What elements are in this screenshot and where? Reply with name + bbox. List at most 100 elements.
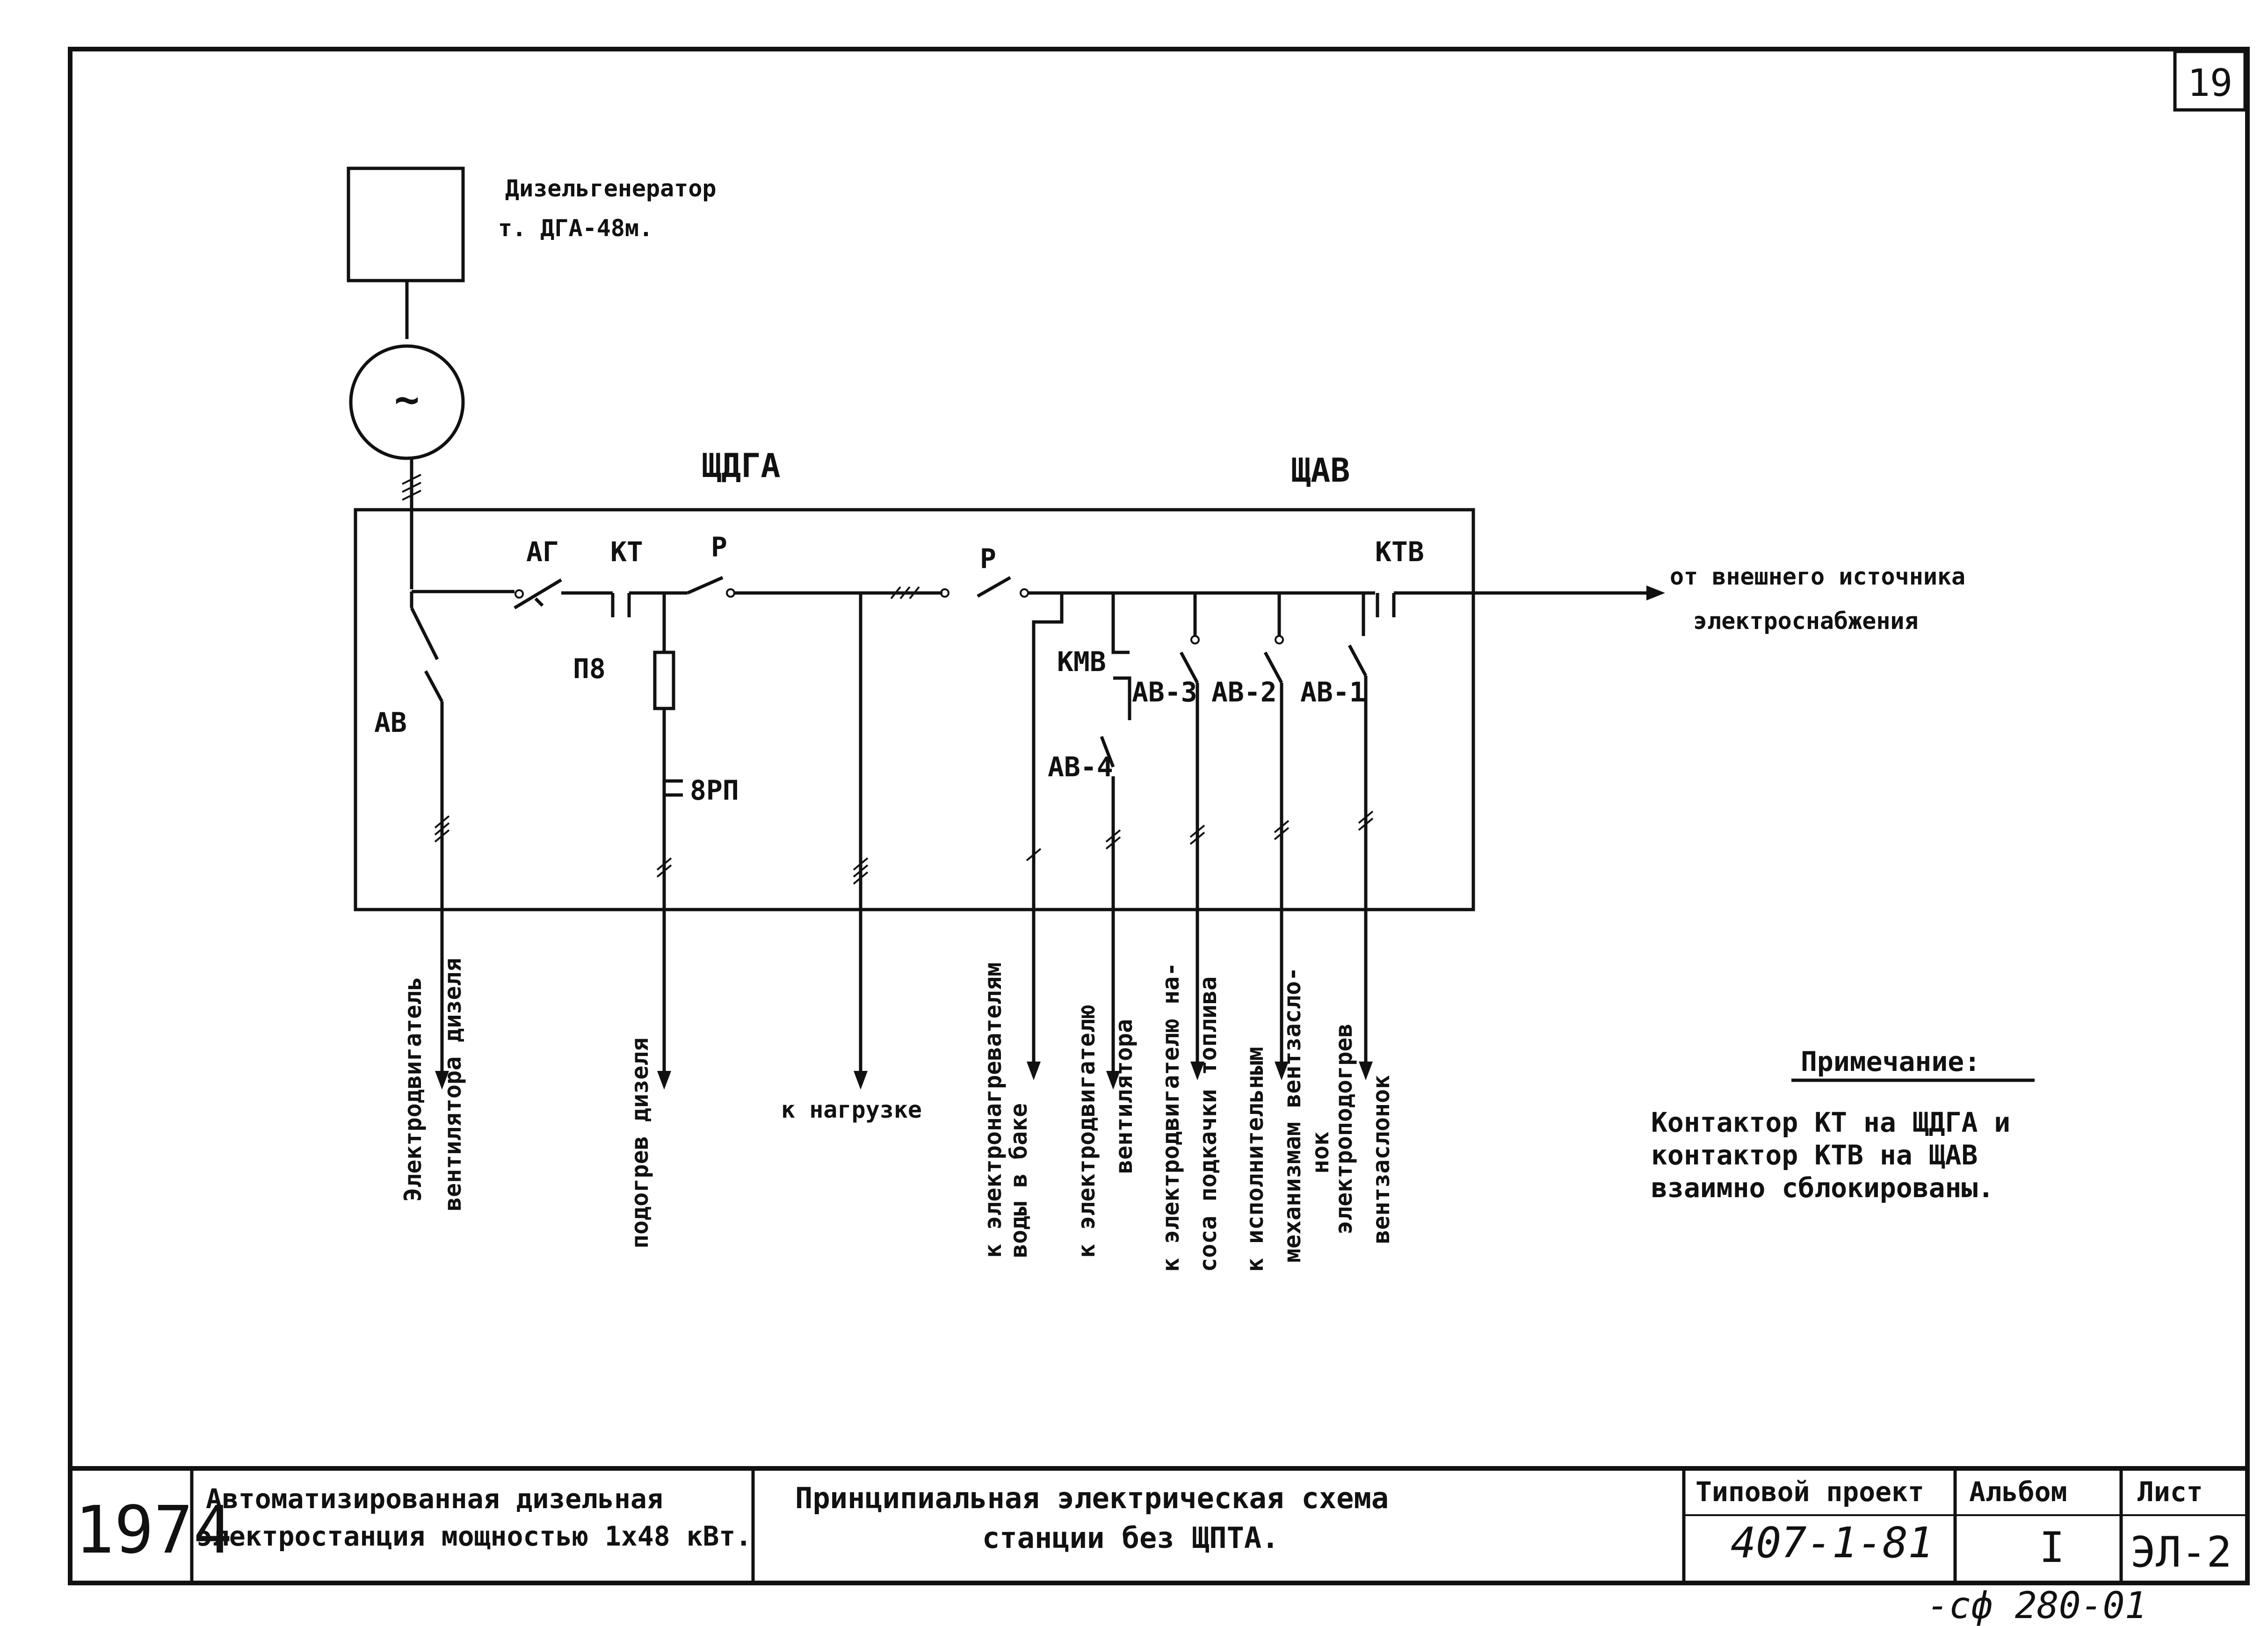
av3-contact xyxy=(1190,635,1200,644)
output-actuators-line2: механизмам вентзасло- xyxy=(1279,967,1306,1263)
p1-switch-contact xyxy=(726,588,735,598)
label-p2: Р xyxy=(980,543,996,575)
water-heaters-phase-mark xyxy=(1026,848,1042,861)
output-water-heaters-line2: воды в баке xyxy=(1005,1103,1032,1258)
output-fan-motor-line1: Электродвигатель xyxy=(399,976,427,1202)
output-actuators-line3: нок xyxy=(1307,1132,1334,1174)
title-album-label: Альбом xyxy=(1969,1476,2067,1508)
ktv-contactor xyxy=(1376,593,1396,617)
generator-tilde: ~ xyxy=(394,375,420,424)
label-av: АВ xyxy=(374,707,407,738)
p2-switch-blade xyxy=(977,576,1011,598)
label-av3: АВ-3 xyxy=(1132,676,1197,708)
av4-output-arrow xyxy=(1106,1071,1120,1090)
av4-switch-blade xyxy=(1100,736,1115,768)
label-vrp: 8РП xyxy=(690,774,739,806)
label-av2: АВ-2 xyxy=(1211,676,1277,708)
title-project-label: Типовой проект xyxy=(1696,1476,1924,1508)
panel-label-shav: ЩАВ xyxy=(1291,451,1350,490)
note-line-1: Контактор КТ на ЩДГА и xyxy=(1651,1106,2010,1138)
panel-enclosure xyxy=(354,508,1475,911)
output-load: к нагрузке xyxy=(781,1096,922,1123)
generator-title: Дизельгенератор xyxy=(505,175,717,202)
label-kmv: КМВ xyxy=(1057,646,1106,678)
av3-output-arrow xyxy=(1190,1062,1204,1080)
note-line-2: контактор КТВ на ЩАВ xyxy=(1651,1139,1978,1171)
bus-cross-mark xyxy=(890,586,920,600)
output-valve-heating-line2: вентзаслонок xyxy=(1368,1075,1395,1244)
title-object-line2: электростанция мощностью 1х48 кВт. xyxy=(196,1520,752,1552)
output-actuators-line1: к исполнительным xyxy=(1241,1047,1268,1272)
p2-switch-contact-b xyxy=(1020,588,1029,598)
sheet-frame xyxy=(68,47,2250,1585)
note-title: Примечание: xyxy=(1801,1046,1980,1077)
av1-switch-blade xyxy=(1348,644,1368,677)
title-drawing-line2: станции без ЩПТА. xyxy=(982,1521,1279,1555)
vrp-contact xyxy=(664,779,683,797)
water-heaters-line xyxy=(1032,593,1064,1076)
label-av1: АВ-1 xyxy=(1300,676,1366,708)
output-pump-motor-line1: к электродвигателю на- xyxy=(1157,962,1184,1272)
title-object-line1: Автоматизированная дизельная xyxy=(206,1483,663,1515)
archive-stamp: -сф 280-01 xyxy=(1927,1585,2147,1626)
av4-phase-mark xyxy=(1105,829,1121,850)
title-sheet-label: Лист xyxy=(2138,1476,2203,1508)
output-heating: подогрев дизеля xyxy=(626,1037,653,1249)
load-output-arrow xyxy=(854,1071,868,1090)
load-phase-mark xyxy=(853,857,869,885)
fuse-p8 xyxy=(653,650,675,710)
external-feed-arrow xyxy=(1646,585,1665,600)
output-fan-motor2-line1: к электродвигателю xyxy=(1073,1005,1100,1258)
p2-switch-contact-a xyxy=(940,588,949,598)
av3-phase-mark xyxy=(1189,824,1205,845)
output-pump-motor-line2: соса подкачки топлива xyxy=(1195,976,1222,1272)
output-fan-motor-line2: вентилятора дизеля xyxy=(439,958,466,1211)
water-heaters-arrow xyxy=(1027,1062,1041,1080)
kmv-contact xyxy=(1113,676,1131,720)
heating-phase-mark xyxy=(656,857,672,878)
external-source-line1: от внешнего источника xyxy=(1670,563,1965,590)
label-p1: Р xyxy=(711,531,727,563)
title-sheet-value: ЭЛ-2 xyxy=(2130,1528,2232,1577)
label-av4: АВ-4 xyxy=(1048,751,1113,783)
panel-label-shdga: ЩДГА xyxy=(702,447,781,485)
sheet-number-box xyxy=(2173,50,2247,112)
heating-output-arrow xyxy=(657,1071,671,1090)
three-phase-mark xyxy=(402,474,421,501)
title-year: 1974 xyxy=(75,1492,232,1568)
label-p8: П8 xyxy=(573,653,606,685)
av3-switch-blade xyxy=(1179,651,1199,684)
output-valve-heating-line1: электроподогрев xyxy=(1330,1023,1357,1235)
sheet-number: 19 xyxy=(2188,61,2232,105)
kmv-line xyxy=(1111,593,1130,654)
av2-switch-blade xyxy=(1263,651,1283,684)
av2-output-arrow xyxy=(1275,1062,1289,1080)
av2-contact xyxy=(1275,635,1284,644)
title-drawing-line1: Принципиальная электрическая схема xyxy=(795,1481,1389,1515)
av2-phase-mark xyxy=(1274,820,1290,840)
av1-phase-mark xyxy=(1358,810,1374,831)
p1-switch-blade xyxy=(687,576,724,595)
kt-contactor xyxy=(611,593,631,617)
av-phase-mark xyxy=(434,815,450,843)
external-source-line2: электроснабжения xyxy=(1693,607,1919,635)
generator-type: т. ДГА-48м. xyxy=(498,215,653,242)
label-ktv: КТВ xyxy=(1375,536,1424,568)
av-switch-contact xyxy=(424,670,444,702)
ag-switch-mark xyxy=(534,597,544,607)
av-output-arrow xyxy=(435,1071,449,1090)
title-album-value: I xyxy=(2039,1523,2065,1572)
label-kt: КТ xyxy=(610,536,643,568)
output-water-heaters-line1: к электронагревателям xyxy=(979,962,1007,1258)
label-ag: АГ xyxy=(526,536,559,568)
note-line-3: взаимно сблокированы. xyxy=(1651,1172,1994,1204)
av-switch-blade xyxy=(410,607,439,660)
ag-switch-contact xyxy=(514,589,524,599)
title-project-number: 407-1-81 xyxy=(1731,1518,1933,1568)
av1-output-arrow xyxy=(1359,1062,1373,1080)
generator-symbol xyxy=(349,344,465,460)
generator-box xyxy=(347,166,465,282)
output-fan-motor2-line2: вентилятора xyxy=(1110,1019,1138,1174)
ag-switch-blade xyxy=(514,578,562,610)
